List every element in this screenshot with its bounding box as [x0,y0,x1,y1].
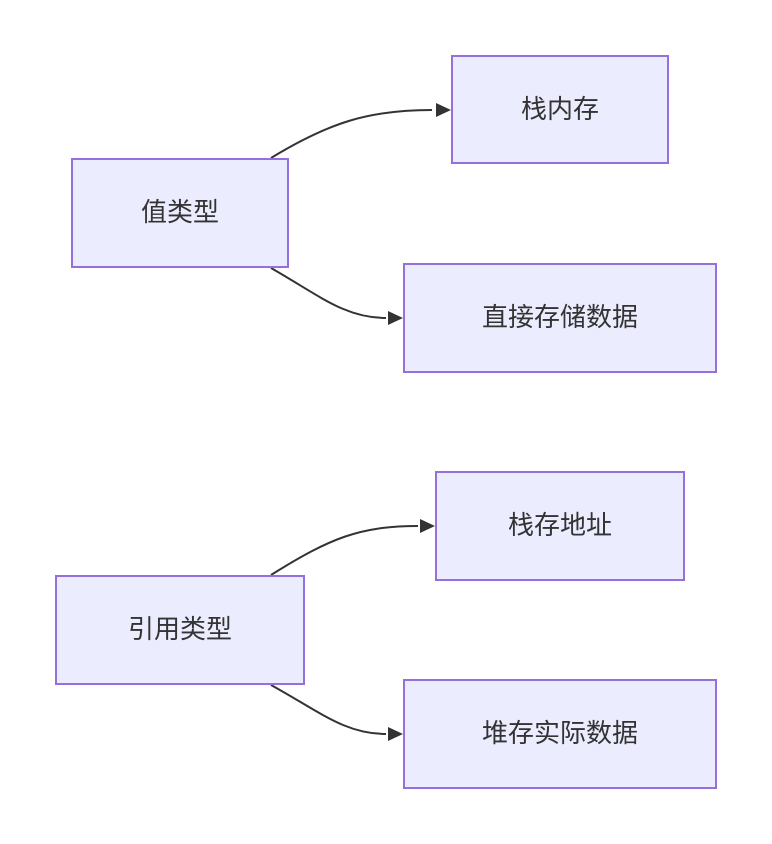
node-heap-data: 堆存实际数据 [403,679,717,789]
node-stack-address: 栈存地址 [435,471,685,581]
arrow-head-heap-data [388,727,403,741]
edge-ref-type-to-heap-data [270,684,387,735]
node-value-type: 值类型 [71,158,289,268]
arrow-head-stack-address [420,519,435,533]
edge-value-type-to-direct-storage [270,267,387,319]
node-direct-storage: 直接存储数据 [403,263,717,373]
arrow-head-stack-memory [436,103,451,117]
node-stack-memory: 栈内存 [451,55,669,164]
edge-value-type-to-stack-memory [270,109,433,159]
node-reference-type: 引用类型 [55,575,305,685]
arrow-head-direct-storage [388,311,403,325]
edge-ref-type-to-stack-address [270,525,419,576]
